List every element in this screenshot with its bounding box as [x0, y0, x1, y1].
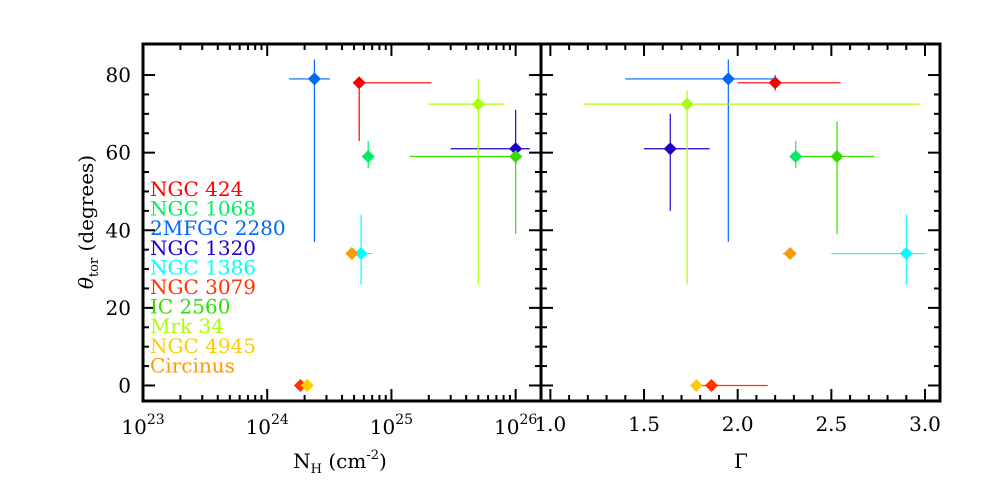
- y-axis-label: θtor (degrees): [74, 155, 102, 289]
- x-tick-label: 2.5: [815, 412, 847, 436]
- diamond-marker: [509, 150, 523, 164]
- legend-entry-ngc-1068: NGC 1068: [150, 197, 256, 221]
- right-point-ic-2560: [803, 121, 875, 235]
- legend-entry-ngc-1386: NGC 1386: [150, 255, 256, 279]
- right-point-ngc-1320: [644, 113, 710, 211]
- legend-entry-2mfgc-2280: 2MFGC 2280: [150, 216, 286, 240]
- left-point-ngc-1386: [354, 214, 373, 285]
- x-tick-label: 1.0: [534, 412, 566, 436]
- x-tick-label: 2.0: [722, 412, 754, 436]
- diamond-marker: [680, 97, 694, 111]
- diamond-marker: [307, 72, 321, 86]
- diamond-marker: [768, 76, 782, 90]
- diamond-marker: [300, 378, 314, 392]
- x-tick-label: 1026: [494, 412, 537, 439]
- left-point-2mfgc-2280: [289, 59, 330, 242]
- diamond-marker: [361, 150, 375, 164]
- left-point-mrk-34: [428, 78, 504, 285]
- right-point-ngc-3079: [700, 378, 768, 392]
- diamond-marker: [345, 247, 359, 261]
- y-tick-label: 0: [118, 373, 131, 397]
- left-point-ic-2560: [409, 150, 523, 235]
- right-point-ngc-424: [737, 75, 841, 91]
- diamond-marker: [830, 150, 844, 164]
- left-point-circinus: [345, 247, 359, 261]
- diamond-marker: [783, 247, 797, 261]
- y-tick-label: 80: [106, 63, 131, 87]
- left-point-ngc-1068: [361, 141, 375, 169]
- diamond-marker: [293, 378, 307, 392]
- right-point-2mfgc-2280: [625, 59, 776, 242]
- x-tick-label: 1023: [121, 412, 164, 439]
- y-tick-label: 20: [106, 296, 131, 320]
- x-tick-label: 1025: [370, 412, 413, 439]
- left-panel: 0 20 40 60 80 1023 1024 1025 1026: [106, 42, 543, 439]
- legend-entry-ngc-1320: NGC 1320: [150, 236, 256, 260]
- left-point-ngc-4945: [300, 378, 314, 392]
- left-point-ngc-424: [352, 76, 432, 142]
- diamond-marker: [509, 142, 523, 156]
- legend-entry-ngc-424: NGC 424: [150, 177, 243, 201]
- diamond-marker: [663, 142, 677, 156]
- diamond-marker: [704, 378, 718, 392]
- x-tick-label: 3.0: [909, 412, 941, 436]
- diamond-marker: [352, 76, 366, 90]
- right-point-ngc-4945: [689, 378, 703, 392]
- diamond-marker: [471, 97, 485, 111]
- diamond-marker: [689, 378, 703, 392]
- legend-entry-circinus: Circinus: [150, 353, 235, 377]
- right-point-circinus: [782, 247, 797, 261]
- diamond-marker: [899, 247, 913, 261]
- diamond-marker: [789, 150, 803, 164]
- diamond-marker: [354, 247, 368, 261]
- legend-entry-ngc-4945: NGC 4945: [150, 334, 256, 358]
- left-x-axis-label: NH (cm-2): [293, 448, 387, 477]
- right-panel: 1.0 1.5 2.0 2.5 3.0: [534, 42, 942, 436]
- right-point-ngc-1386: [831, 214, 926, 285]
- y-tick-label: 40: [106, 218, 131, 242]
- legend-entry-mrk-34: Mrk 34: [150, 314, 224, 338]
- right-point-ngc-1068: [789, 141, 804, 169]
- x-tick-label: 1024: [246, 412, 289, 439]
- legend-entry-ngc-3079: NGC 3079: [150, 275, 256, 299]
- right-x-axis-label: Γ: [734, 449, 748, 473]
- right-point-mrk-34: [584, 90, 920, 285]
- x-tick-label: 1.5: [628, 412, 660, 436]
- legend-entry-ic-2560: IC 2560: [150, 295, 230, 319]
- diamond-marker: [721, 72, 735, 86]
- right-panel-frame: [539, 42, 942, 403]
- y-tick-label: 60: [106, 141, 131, 165]
